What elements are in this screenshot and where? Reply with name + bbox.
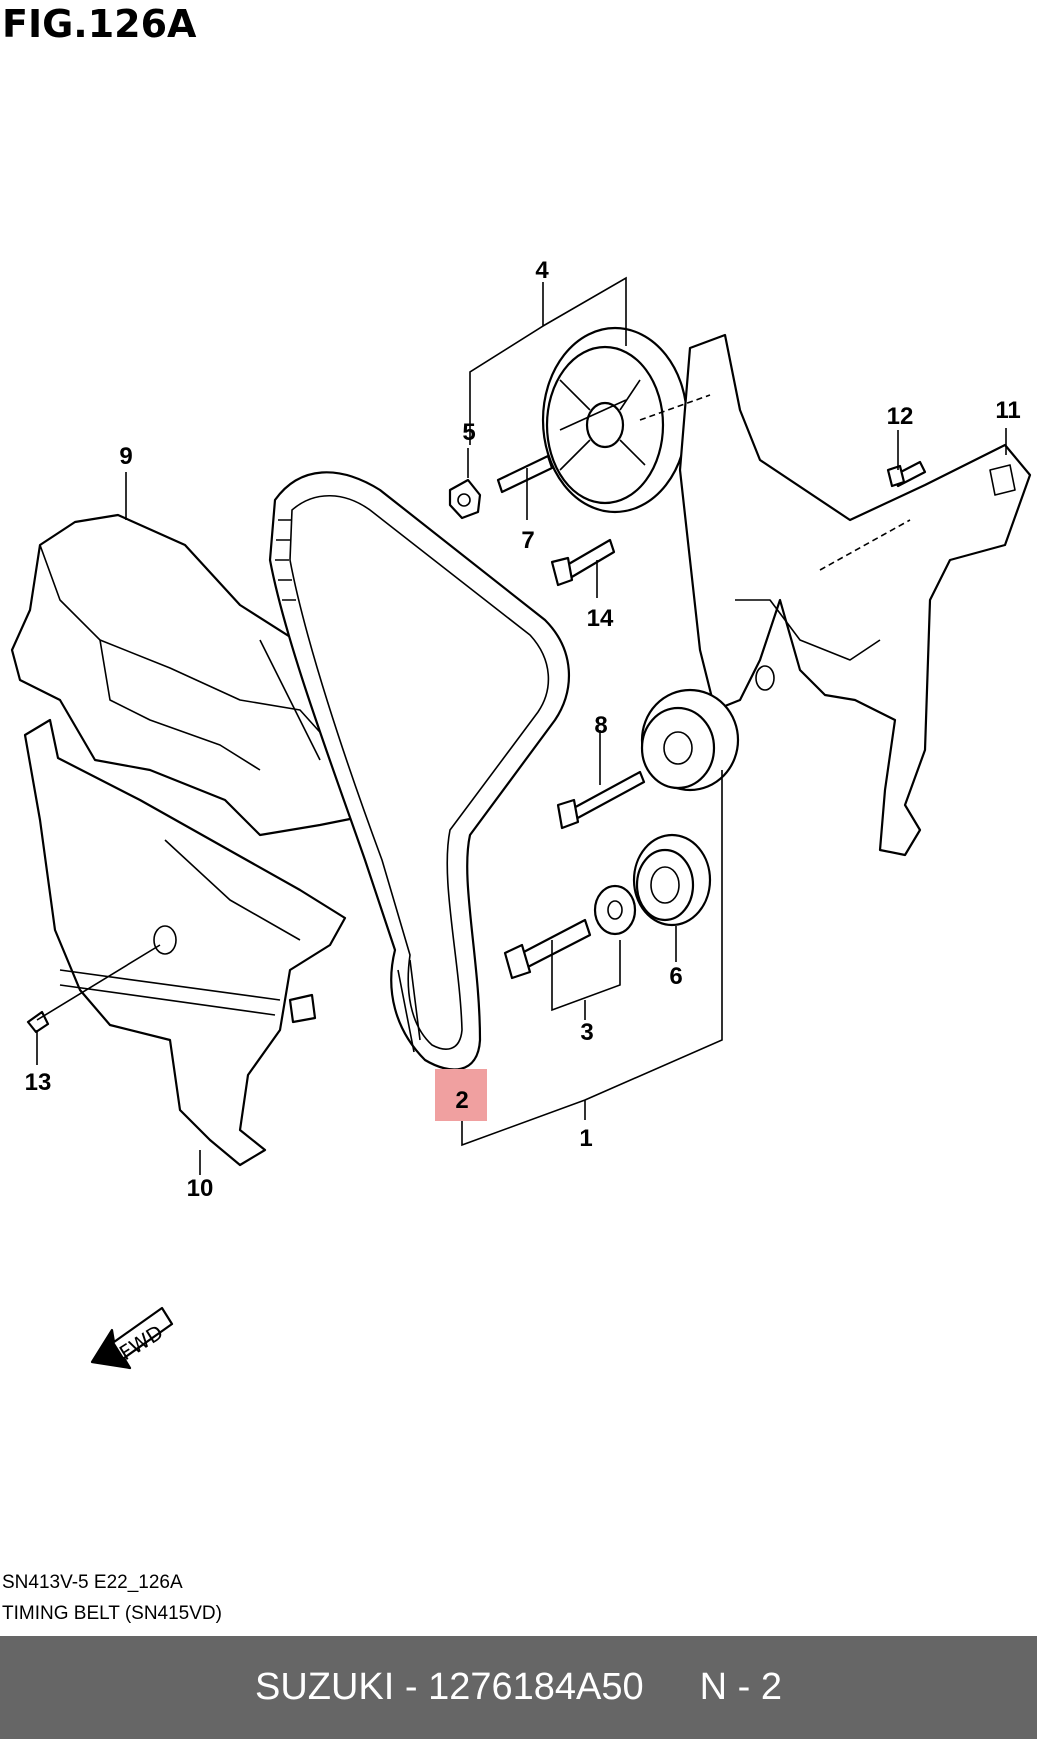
part-3-bolt-washer[interactable] (503, 884, 637, 980)
figure-title: FIG.126A (2, 2, 197, 46)
parts-diagram: 4 5 7 14 12 11 9 8 6 3 2 1 13 10 FWD (10, 257, 1032, 1370)
callout-10[interactable]: 10 (187, 1175, 214, 1202)
footer-brand-part: SUZUKI - 1276184A50 (254, 1666, 644, 1708)
part-2-timing-belt[interactable] (268, 471, 571, 1071)
part-12-bolt[interactable] (886, 460, 927, 488)
callout-3[interactable]: 3 (580, 1019, 593, 1046)
callout-7[interactable]: 7 (521, 527, 534, 554)
part-7-stud[interactable] (496, 454, 554, 494)
callout-1[interactable]: 1 (579, 1125, 592, 1152)
callout-2[interactable]: 2 (455, 1087, 468, 1114)
part-5-nut[interactable] (448, 478, 482, 520)
callout-12[interactable]: 12 (887, 403, 914, 430)
callout-11[interactable]: 11 (995, 397, 1020, 424)
part-10-lower-cover[interactable] (23, 718, 347, 1167)
callout-13[interactable]: 13 (25, 1069, 52, 1096)
callout-9[interactable]: 9 (119, 443, 132, 470)
callout-6[interactable]: 6 (669, 963, 682, 990)
part-11-rear-plate[interactable] (678, 333, 1032, 857)
callout-4[interactable]: 4 (535, 257, 549, 284)
part-14-bolt[interactable] (550, 538, 616, 587)
footer-bar: SUZUKI - 1276184A50 N - 2 (0, 1636, 1037, 1739)
part-4-cam-pulley[interactable] (541, 326, 689, 514)
callout-2-highlight (435, 1069, 487, 1121)
leader-lines (36, 276, 1007, 1175)
fwd-arrow-icon: FWD (90, 1306, 174, 1370)
part-8-bolt[interactable] (556, 770, 646, 830)
callout-14[interactable]: 14 (587, 605, 614, 632)
figure-caption: TIMING BELT (SN415VD) (2, 1603, 222, 1624)
footer-position: N - 2 (699, 1666, 783, 1708)
part-tensioner-pulley[interactable] (640, 688, 740, 792)
figure-code: SN413V-5 E22_126A (2, 1572, 183, 1593)
callout-8[interactable]: 8 (594, 712, 607, 739)
callout-5[interactable]: 5 (462, 419, 475, 446)
part-6-crank-sprocket[interactable] (632, 833, 712, 927)
